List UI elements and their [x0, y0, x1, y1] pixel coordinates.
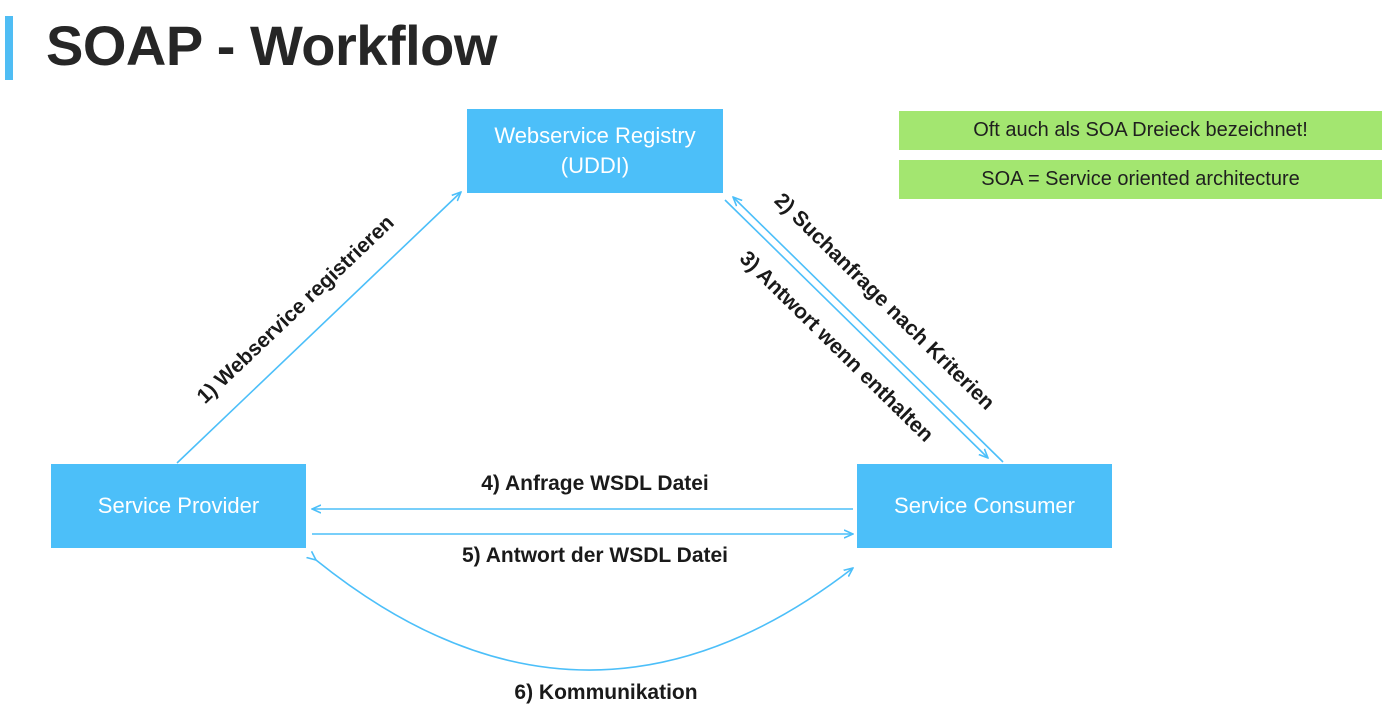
page-title: SOAP - Workflow	[46, 14, 497, 77]
edge-search	[733, 197, 1004, 463]
provider-node: Service Provider	[51, 464, 306, 548]
consumer-node: Service Consumer	[857, 464, 1112, 548]
edge-label-request-wsdl: 4) Anfrage WSDL Datei	[481, 472, 709, 495]
edge-register	[176, 192, 461, 464]
registry-node: Webservice Registry (UDDI)	[467, 109, 723, 193]
edge-answer	[724, 199, 988, 458]
edge-label-communication: 6) Kommunikation	[514, 681, 698, 704]
edge-communication	[316, 560, 853, 671]
note-soa-triangle: Oft auch als SOA Dreieck bezeichnet!	[899, 111, 1382, 150]
note-soa-definition: SOA = Service oriented architecture	[899, 160, 1382, 199]
title-accent-bar	[5, 16, 13, 80]
edge-label-response-wsdl: 5) Antwort der WSDL Datei	[461, 544, 729, 567]
